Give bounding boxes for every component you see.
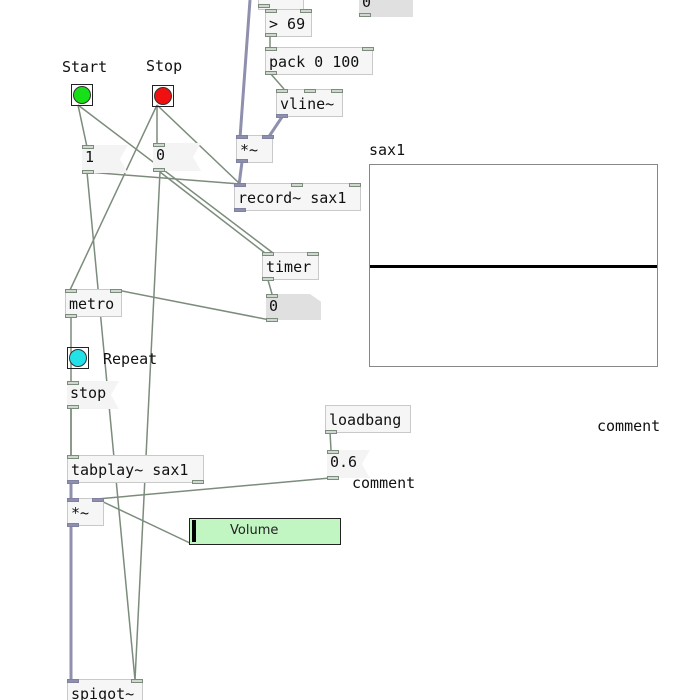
outlet[interactable] xyxy=(325,430,337,434)
signal-inlet[interactable] xyxy=(67,679,79,683)
signal-inlet[interactable] xyxy=(262,135,274,139)
signal-outlet[interactable] xyxy=(67,523,79,527)
object-multiply-signal-play[interactable]: *~ xyxy=(67,498,104,526)
inlet[interactable] xyxy=(300,9,312,13)
message-stop[interactable]: stop xyxy=(67,381,119,409)
object-greater-than[interactable]: > 69 xyxy=(265,9,312,37)
inlet[interactable] xyxy=(110,289,122,293)
outlet[interactable] xyxy=(262,277,274,281)
message-one[interactable]: 1 xyxy=(82,145,128,173)
inlet[interactable] xyxy=(307,252,319,256)
signal-inlet[interactable] xyxy=(234,183,246,187)
control-wire xyxy=(77,104,88,148)
number-box-timer[interactable]: 0 xyxy=(266,294,321,320)
comment-right: comment xyxy=(597,417,661,435)
outlet[interactable] xyxy=(65,314,77,318)
control-wire xyxy=(267,279,273,295)
signal-outlet[interactable] xyxy=(236,159,248,163)
outlet[interactable] xyxy=(67,405,79,409)
inlet[interactable] xyxy=(304,89,316,93)
signal-inlet[interactable] xyxy=(92,498,104,502)
outlet[interactable] xyxy=(265,33,277,37)
inlet[interactable] xyxy=(331,89,343,93)
stop-bang[interactable] xyxy=(152,85,174,107)
array-sax1[interactable] xyxy=(369,164,658,367)
outlet[interactable] xyxy=(266,318,278,322)
message-volume-value[interactable]: 0.6 xyxy=(327,450,370,478)
object-pack[interactable]: pack 0 100 xyxy=(265,47,373,75)
bang-indicator xyxy=(69,349,87,367)
inlet[interactable] xyxy=(65,289,77,293)
array-name: sax1 xyxy=(369,141,406,159)
object-record[interactable]: record~ sax1 xyxy=(234,183,361,211)
signal-inlet[interactable] xyxy=(236,135,248,139)
inlet[interactable] xyxy=(362,47,374,51)
inlet[interactable] xyxy=(327,450,339,454)
array-waveform xyxy=(370,264,657,268)
inlet[interactable] xyxy=(265,47,277,51)
control-wire xyxy=(134,171,161,681)
start-bang[interactable] xyxy=(71,84,93,106)
object-multiply-signal-record[interactable]: *~ xyxy=(236,135,273,163)
control-wire xyxy=(86,171,136,681)
repeat-bang[interactable] xyxy=(67,347,89,369)
start-label: Start xyxy=(62,58,108,76)
slider-knob[interactable] xyxy=(192,520,196,542)
object-tabplay[interactable]: tabplay~ sax1 xyxy=(67,455,204,483)
signal-inlet[interactable] xyxy=(67,498,79,502)
outlet[interactable] xyxy=(82,170,94,174)
outlet[interactable] xyxy=(327,476,339,480)
bang-indicator xyxy=(73,86,91,104)
object-timer[interactable]: timer xyxy=(262,252,319,280)
stop-label: Stop xyxy=(146,57,183,75)
inlet[interactable] xyxy=(67,381,79,385)
signal-wire xyxy=(238,0,252,139)
control-wire xyxy=(269,72,285,90)
volume-slider[interactable]: Volume xyxy=(189,518,341,545)
inlet[interactable] xyxy=(276,89,288,93)
repeat-label: Repeat xyxy=(103,350,158,368)
object-vline[interactable]: vline~ xyxy=(276,89,343,117)
comment-under-volume: comment xyxy=(352,474,416,492)
inlet[interactable] xyxy=(265,9,277,13)
object-metro[interactable]: metro xyxy=(65,289,122,317)
control-wire xyxy=(86,171,241,185)
signal-outlet[interactable] xyxy=(276,114,288,118)
slider-label: Volume xyxy=(230,523,279,538)
control-wire xyxy=(96,498,193,545)
inlet[interactable] xyxy=(131,679,143,683)
inlet[interactable] xyxy=(82,145,94,149)
control-wire xyxy=(77,104,274,254)
outlet[interactable] xyxy=(192,480,204,484)
message-zero[interactable]: 0 xyxy=(153,143,201,171)
inlet[interactable] xyxy=(349,183,361,187)
signal-wire xyxy=(237,161,244,186)
inlet[interactable] xyxy=(153,143,165,147)
bang-indicator xyxy=(154,87,172,105)
outlet[interactable] xyxy=(258,4,270,8)
control-wire xyxy=(329,431,332,451)
object-loadbang[interactable]: loadbang xyxy=(325,405,411,433)
control-wire xyxy=(116,289,271,321)
outlet[interactable] xyxy=(359,13,371,17)
control-wire xyxy=(69,104,158,291)
inlet[interactable] xyxy=(262,252,274,256)
inlet[interactable] xyxy=(266,294,278,298)
inlet[interactable] xyxy=(291,183,303,187)
number-box-top[interactable]: 0 xyxy=(359,0,413,17)
inlet[interactable] xyxy=(67,455,79,459)
signal-outlet[interactable] xyxy=(67,480,79,484)
object-spigot[interactable]: spigot~ xyxy=(67,679,143,700)
signal-outlet[interactable] xyxy=(234,208,246,212)
outlet[interactable] xyxy=(265,71,277,75)
outlet[interactable] xyxy=(153,168,165,172)
